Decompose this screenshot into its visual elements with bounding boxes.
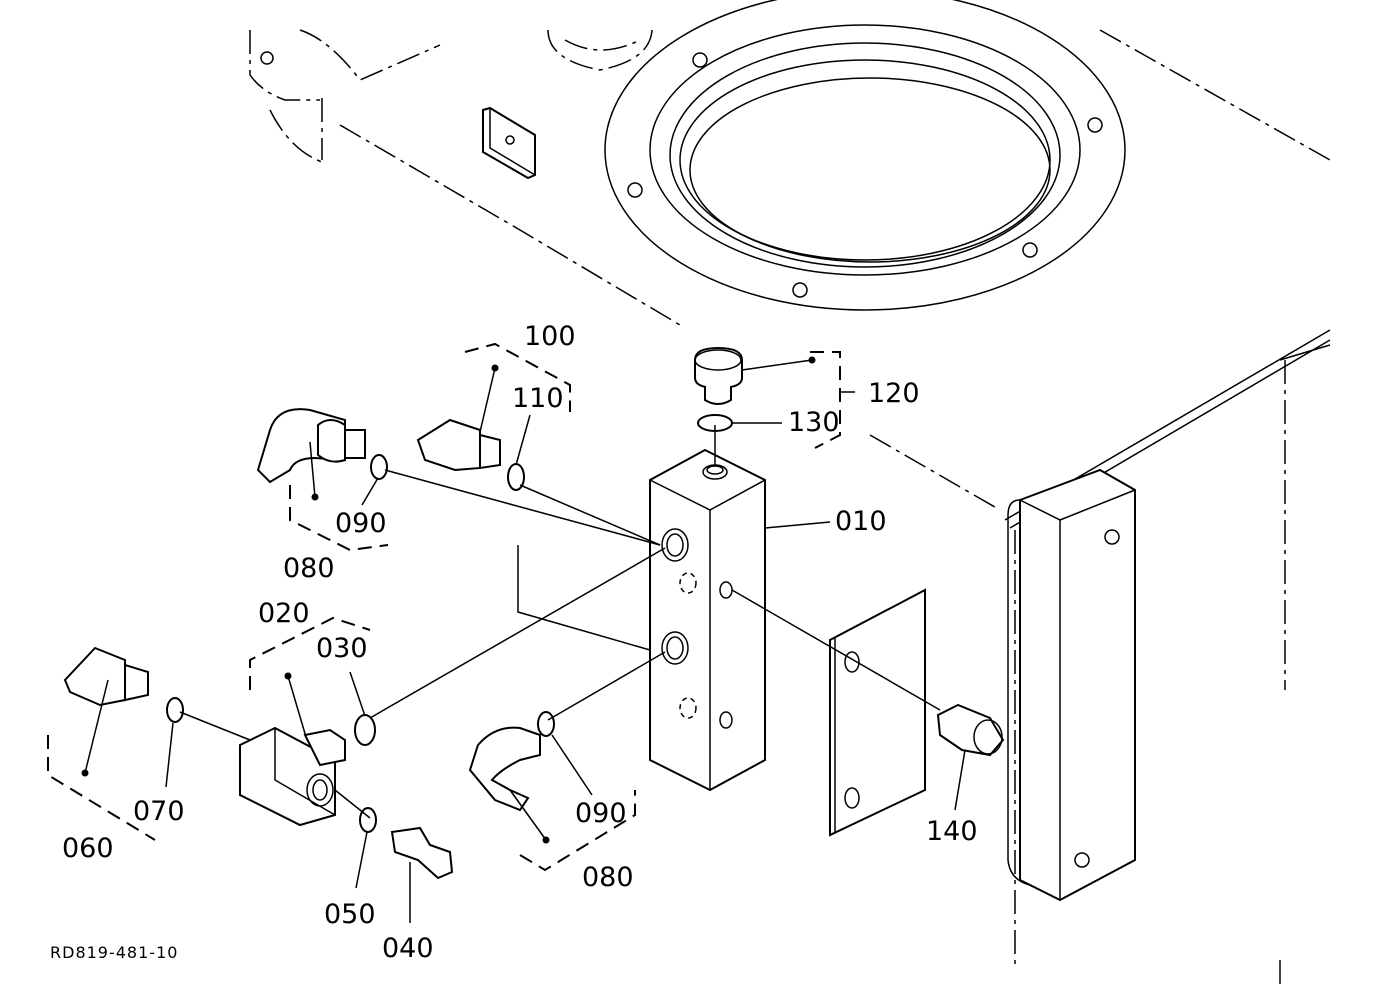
group-brackets [47, 342, 841, 872]
elbow-080-bottom [468, 726, 541, 812]
label-090-top: 090 [335, 508, 387, 539]
elbow-100 [416, 418, 501, 472]
label-010: 010 [835, 506, 887, 537]
label-040: 040 [382, 933, 434, 964]
label-070: 070 [133, 796, 185, 827]
part-labels: 010 020 030 040 050 060 070 080 080 090 … [62, 321, 978, 964]
label-090-bottom: 090 [575, 798, 627, 829]
leader-lines [81, 356, 966, 923]
plug-140 [936, 703, 1005, 757]
manifold-block [649, 448, 766, 792]
label-080-bottom: 080 [582, 862, 634, 893]
o-ring-090-bottom [537, 711, 555, 737]
right-bracket [1007, 468, 1136, 902]
label-130: 130 [788, 407, 840, 438]
label-080-top: 080 [283, 553, 335, 584]
small-bracket [482, 106, 536, 180]
o-ring-050 [359, 807, 377, 833]
plug-120 [694, 346, 743, 405]
label-110: 110 [512, 383, 564, 414]
label-030: 030 [316, 633, 368, 664]
label-120: 120 [868, 378, 920, 409]
o-ring-070 [166, 697, 184, 723]
label-050: 050 [324, 899, 376, 930]
label-140: 140 [926, 816, 978, 847]
label-060: 060 [62, 833, 114, 864]
label-020: 020 [258, 598, 310, 629]
elbow-060 [63, 646, 149, 707]
o-ring-110 [507, 463, 525, 491]
tank-flange [604, 0, 1126, 311]
o-ring-030 [354, 714, 376, 746]
mount-plate [829, 588, 926, 837]
assembly-lines [179, 425, 941, 819]
o-ring-090-top [370, 454, 388, 480]
elbow-080-top [256, 408, 366, 484]
fitting-040 [390, 826, 454, 880]
label-100: 100 [524, 321, 576, 352]
adapter-020 [239, 726, 346, 827]
drawing-code: RD819-481-10 [50, 943, 178, 962]
